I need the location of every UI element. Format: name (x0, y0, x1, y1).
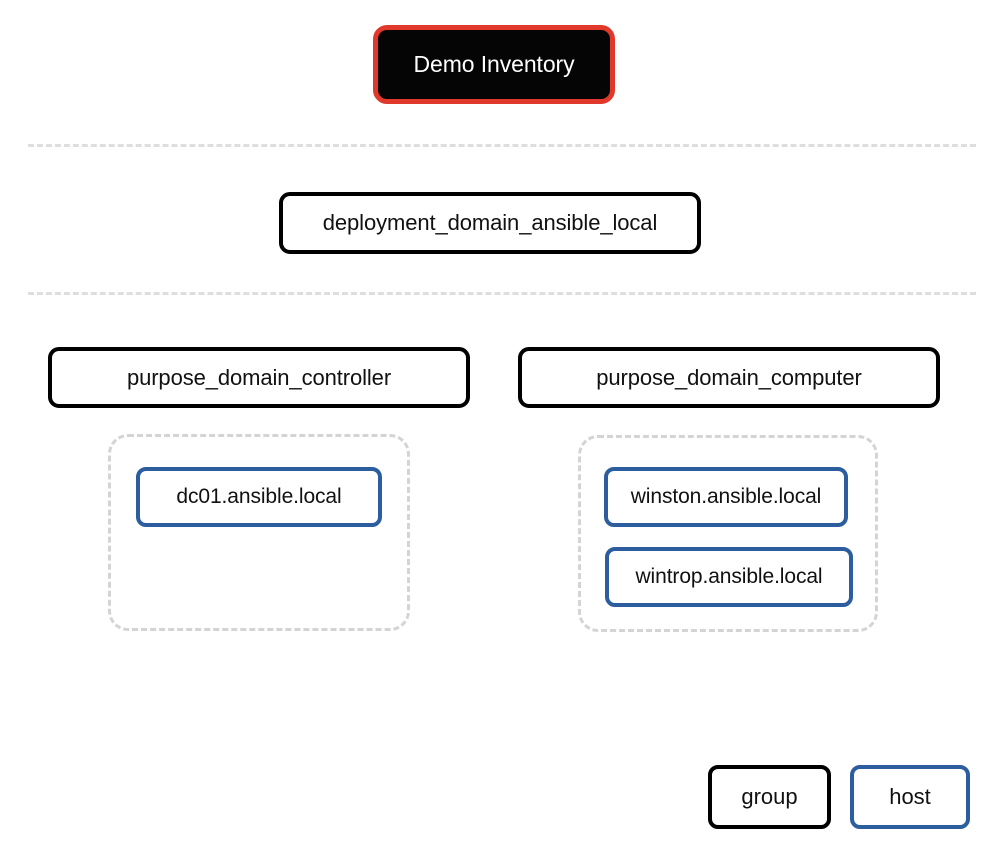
node-label: deployment_domain_ansible_local (322, 210, 658, 235)
node-label: purpose_domain_computer (596, 364, 862, 390)
node-label: winston.ansible.local (630, 485, 822, 508)
legend-item-host: host (850, 765, 970, 829)
legend: group host (708, 765, 970, 829)
legend-label: group (741, 784, 798, 809)
node-label: purpose_domain_controller (126, 364, 392, 390)
legend-label: host (889, 784, 931, 809)
host-container-domain-controller (108, 434, 410, 631)
host-container-domain-computer (578, 435, 878, 632)
node-group-purpose-domain-computer[interactable]: purpose_domain_computer (518, 347, 940, 408)
level-separator-1 (28, 144, 976, 147)
node-host-wintrop[interactable]: wintrop.ansible.local (605, 547, 853, 607)
level-separator-2 (28, 292, 976, 295)
node-label: wintrop.ansible.local (635, 565, 823, 588)
node-host-dc01[interactable]: dc01.ansible.local (136, 467, 382, 527)
node-demo-inventory[interactable]: Demo Inventory (373, 25, 615, 104)
node-group-deployment-domain-ansible-local[interactable]: deployment_domain_ansible_local (279, 192, 701, 254)
node-label: dc01.ansible.local (176, 485, 342, 508)
node-host-winston[interactable]: winston.ansible.local (604, 467, 848, 527)
node-label: Demo Inventory (413, 51, 575, 77)
legend-item-group: group (708, 765, 831, 829)
node-group-purpose-domain-controller[interactable]: purpose_domain_controller (48, 347, 470, 408)
